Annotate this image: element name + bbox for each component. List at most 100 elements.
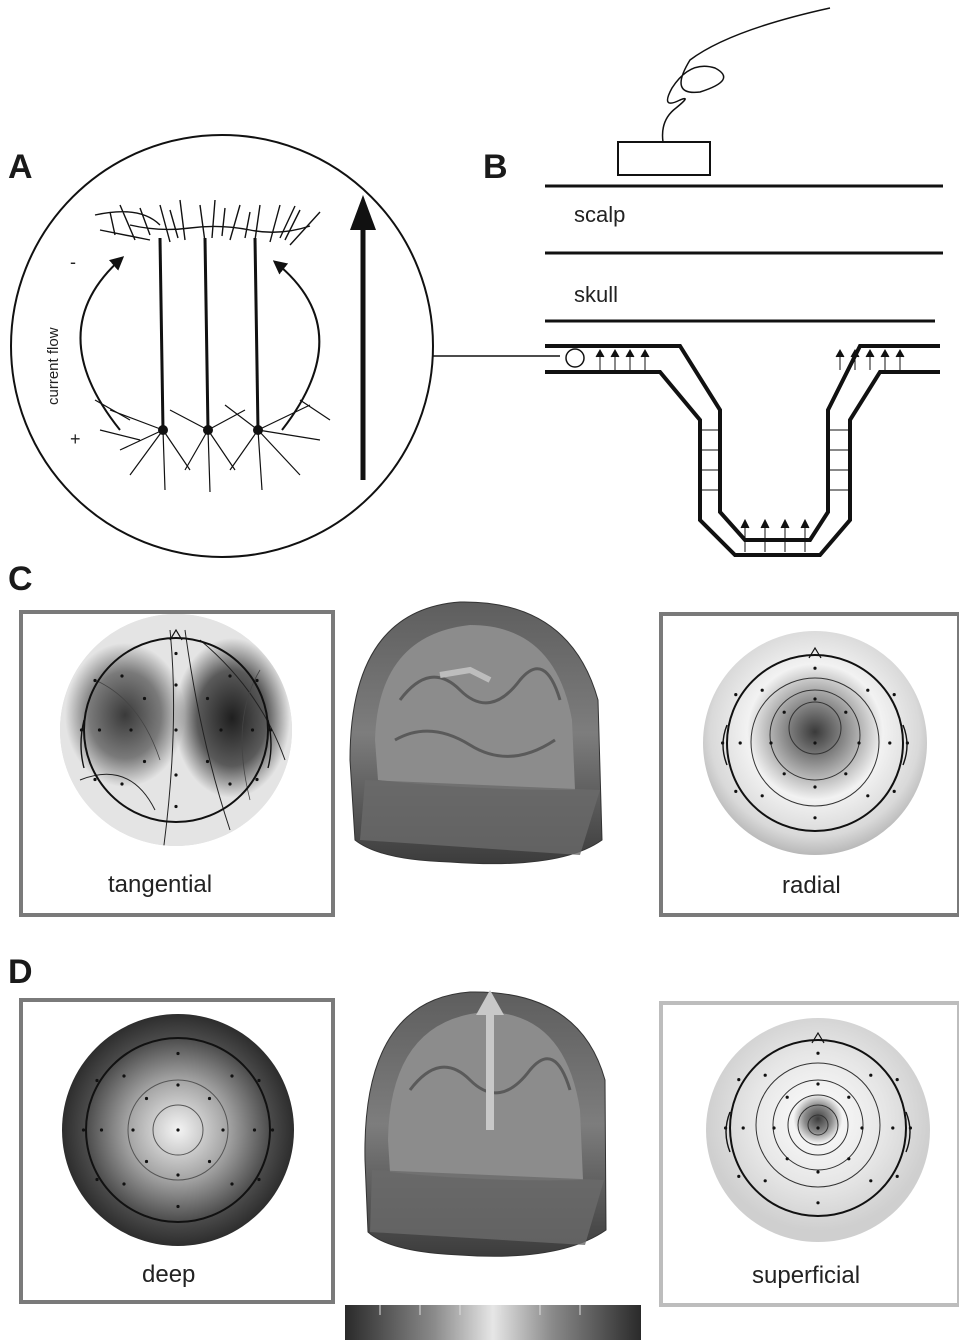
panel-label-b: B: [483, 148, 508, 186]
tangential-electrode-dot: [80, 728, 83, 731]
tangential-electrode-dot: [206, 760, 209, 763]
superficial-electrode-dot: [816, 1201, 819, 1204]
radial-electrode-dot: [769, 741, 772, 744]
tangential-electrode-dot: [206, 697, 209, 700]
deep-electrode-dot: [176, 1052, 179, 1055]
tangential-electrode-dot: [174, 652, 177, 655]
superficial-electrode-dot: [847, 1157, 850, 1160]
radial-electrode-dot: [857, 741, 860, 744]
superficial-electrode-dot: [737, 1175, 740, 1178]
superficial-electrode-dot: [816, 1126, 819, 1129]
tangential-electrode-dot: [219, 728, 222, 731]
panel-label-a: A: [8, 148, 33, 186]
deep-label: deep: [142, 1261, 195, 1288]
tangential-electrode-dot: [93, 778, 96, 781]
panel-label-d: D: [8, 953, 33, 991]
superficial-electrode-dot: [816, 1052, 819, 1055]
plus-sign: +: [70, 429, 81, 449]
tangential-electrode-dot: [174, 683, 177, 686]
current-flow-label: current flow: [45, 327, 62, 405]
skull-label: skull: [574, 282, 618, 307]
deep-electrode-dot: [95, 1079, 98, 1082]
radial-electrode-dot: [813, 741, 816, 744]
deep-electrode-dot: [257, 1178, 260, 1181]
minus-sign: -: [70, 252, 76, 272]
deep-electrode-dot: [221, 1128, 224, 1131]
radial-electrode-dot: [783, 711, 786, 714]
radial-electrode-dot: [906, 741, 909, 744]
radial-label: radial: [782, 872, 841, 899]
tangential-electrode-dot: [93, 679, 96, 682]
deep-electrode-dot: [230, 1182, 233, 1185]
superficial-electrode-dot: [742, 1126, 745, 1129]
deep-electrode-dot: [131, 1128, 134, 1131]
superficial-electrode-dot: [816, 1170, 819, 1173]
tangential-electrode-dot: [174, 728, 177, 731]
radial-electrode-dot: [813, 785, 816, 788]
tangential-electrode-dot: [228, 674, 231, 677]
deep-electrode-dot: [208, 1160, 211, 1163]
deep-electrode-dot: [145, 1097, 148, 1100]
tangential-electrode-dot: [251, 728, 254, 731]
tangential-electrode-dot: [174, 805, 177, 808]
superficial-electrode-dot: [869, 1179, 872, 1182]
tangential-electrode-dot: [174, 773, 177, 776]
deep-electrode-dot: [257, 1079, 260, 1082]
scalp-label: scalp: [574, 202, 625, 227]
deep-electrode-dot: [145, 1160, 148, 1163]
deep-electrode-dot: [82, 1128, 85, 1131]
superficial-electrode-dot: [860, 1126, 863, 1129]
radial-electrode-dot: [893, 693, 896, 696]
superficial-electrode-dot: [786, 1096, 789, 1099]
radial-electrode-dot: [813, 697, 816, 700]
tangential-electrode-dot: [120, 782, 123, 785]
superficial-electrode-dot: [772, 1126, 775, 1129]
deep-electrode-dot: [176, 1128, 179, 1131]
superficial-electrode-dot: [869, 1074, 872, 1077]
radial-electrode-dot: [893, 790, 896, 793]
tangential-electrode-dot: [98, 728, 101, 731]
superficial-label: superficial: [752, 1262, 860, 1289]
deep-electrode-dot: [253, 1128, 256, 1131]
color-scale-bar: [345, 1305, 641, 1340]
tangential-electrode-dot: [269, 728, 272, 731]
radial-electrode-dot: [721, 741, 724, 744]
radial-electrode-dot: [761, 794, 764, 797]
superficial-electrode-dot: [896, 1175, 899, 1178]
tangential-electrode-dot: [143, 760, 146, 763]
tangential-electrode-dot: [228, 782, 231, 785]
radial-electrode-dot: [813, 816, 816, 819]
panel-label-c: C: [8, 560, 33, 598]
radial-electrode-dot: [813, 667, 816, 670]
radial-electrode-dot: [783, 772, 786, 775]
deep-electrode-dot: [122, 1074, 125, 1077]
tangential-electrode-dot: [255, 679, 258, 682]
radial-electrode-dot: [866, 794, 869, 797]
neuron-circle-diagram: [11, 135, 433, 557]
superficial-electrode-dot: [764, 1179, 767, 1182]
deep-electrode-dot: [176, 1205, 179, 1208]
deep-electrode-dot: [95, 1178, 98, 1181]
brain-mri-coronal-d: [365, 990, 606, 1256]
deep-electrode-dot: [230, 1074, 233, 1077]
superficial-electrode-dot: [724, 1126, 727, 1129]
deep-electrode-dot: [271, 1128, 274, 1131]
tangential-electrode-dot: [129, 728, 132, 731]
deep-electrode-dot: [100, 1128, 103, 1131]
radial-electrode-dot: [734, 790, 737, 793]
superficial-electrode-dot: [891, 1126, 894, 1129]
superficial-electrode-dot: [847, 1096, 850, 1099]
radial-electrode-dot: [734, 693, 737, 696]
radial-electrode-dot: [761, 689, 764, 692]
superficial-electrode-dot: [786, 1157, 789, 1160]
brain-mri-coronal-c: [350, 602, 602, 864]
superficial-electrode-dot: [764, 1074, 767, 1077]
superficial-electrode-dot: [737, 1078, 740, 1081]
deep-electrode-dot: [176, 1083, 179, 1086]
tangential-electrode-dot: [143, 697, 146, 700]
deep-electrode-dot: [176, 1173, 179, 1176]
deep-electrode-dot: [208, 1097, 211, 1100]
tangential-label: tangential: [108, 871, 212, 898]
radial-electrode-dot: [844, 772, 847, 775]
